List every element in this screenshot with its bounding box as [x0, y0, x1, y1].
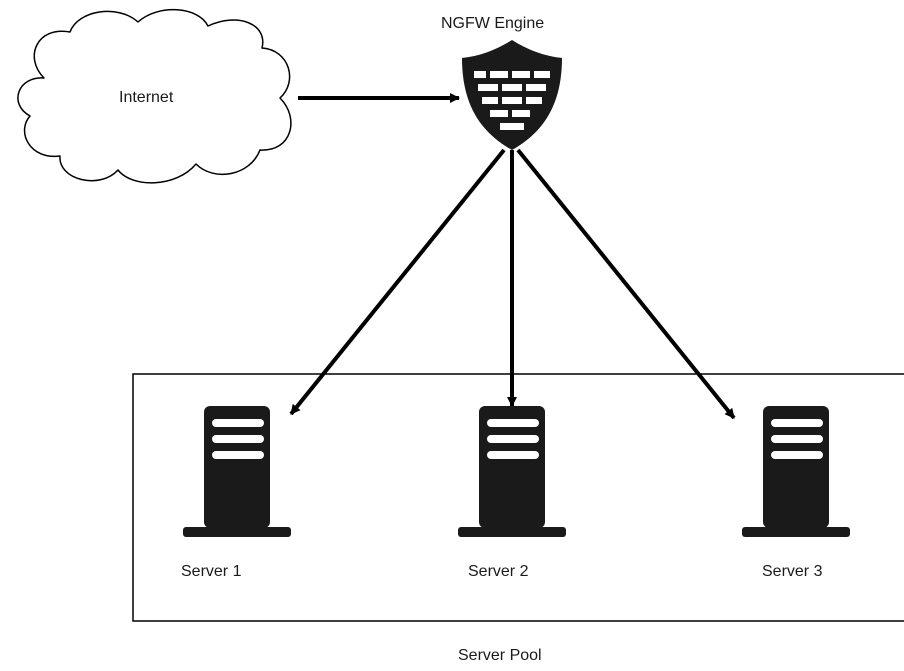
server-1-label: Server 1 — [181, 563, 242, 580]
server-2-label: Server 2 — [468, 563, 529, 580]
internet-label: Internet — [119, 89, 174, 106]
server-pool-box — [132, 373, 904, 622]
connector-engine-to-server-3 — [516, 148, 736, 420]
server-tower-icon — [458, 406, 566, 537]
server-3-label: Server 3 — [762, 563, 823, 580]
firewall-shield-icon — [462, 40, 562, 150]
server-pool-label: Server Pool — [458, 647, 542, 664]
connector-engine-to-server-1 — [289, 148, 506, 416]
server-tower-icon — [742, 406, 850, 537]
ngfw-engine-label: NGFW Engine — [441, 15, 545, 32]
connections — [289, 93, 736, 420]
server-tower-icon — [183, 406, 291, 537]
cloud-icon — [17, 9, 292, 184]
